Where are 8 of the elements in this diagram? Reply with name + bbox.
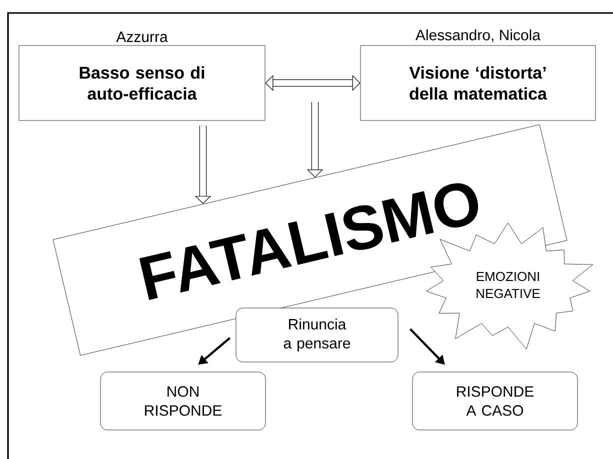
rounded-box: Rinuncia a pensare xyxy=(236,308,398,362)
arrow xyxy=(265,74,360,92)
text-box: Visione ‘distorta’ della matematica xyxy=(360,45,596,121)
rounded-box: NON RISPONDE xyxy=(100,372,266,430)
person-label: Azzurra xyxy=(116,32,168,42)
text-box: Basso senso di auto-efficacia xyxy=(18,45,266,121)
rounded-box: RISPONDE A CASO xyxy=(412,372,578,430)
person-label: Alessandro, Nicola xyxy=(416,29,540,42)
